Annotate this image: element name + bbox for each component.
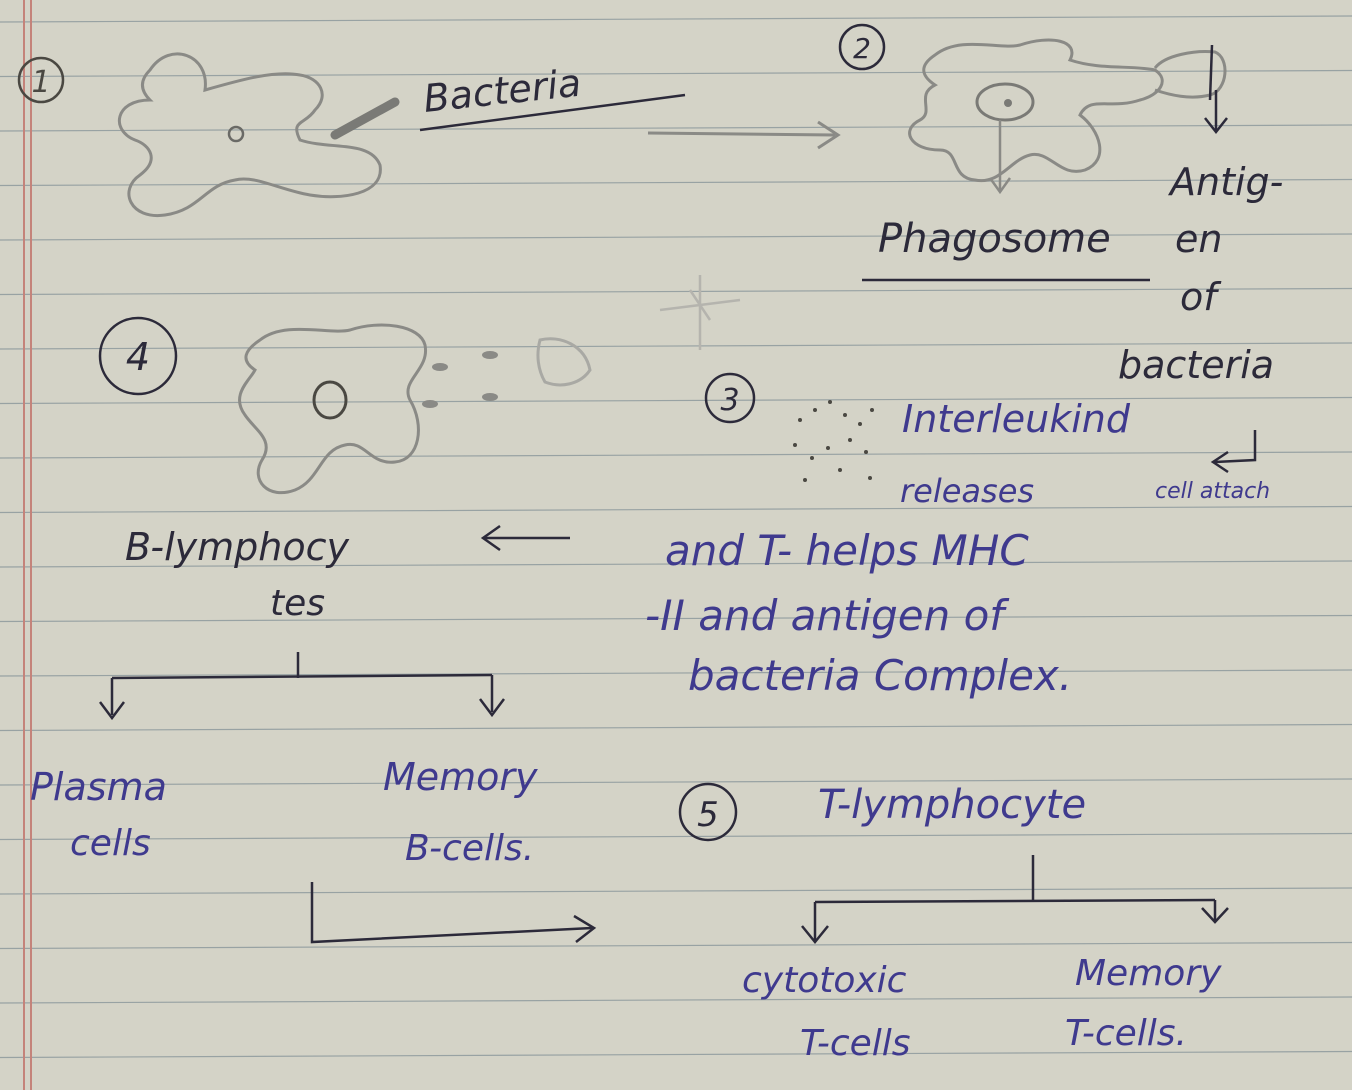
step2-number: 2 bbox=[853, 32, 871, 65]
step3-line2: releases bbox=[900, 472, 1034, 510]
antigen-label-3: of bbox=[1180, 275, 1222, 319]
step3-group: 3 Interleukind releases cell attach and … bbox=[645, 374, 1270, 700]
phagosome-label: Phagosome bbox=[878, 216, 1111, 262]
step5-group: 5 T-lymphocyte cytotoxic T-cells Memory … bbox=[680, 782, 1228, 1064]
released-particle-3 bbox=[422, 400, 438, 408]
ruled-line bbox=[0, 943, 1352, 949]
ruled-line bbox=[0, 452, 1352, 458]
plasma-cells-label-2: cells bbox=[70, 823, 151, 864]
ruled-line bbox=[0, 234, 1352, 240]
step1-number: 1 bbox=[31, 65, 50, 100]
ruled-line bbox=[0, 180, 1352, 186]
memory-t-label-2: T-cells. bbox=[1065, 1013, 1187, 1054]
released-particle-4 bbox=[482, 393, 498, 401]
t-branch-bar bbox=[815, 900, 1215, 902]
faint-cell-shape bbox=[538, 339, 590, 385]
memory-t-label-1: Memory bbox=[1075, 953, 1222, 994]
released-particle-2 bbox=[482, 351, 498, 359]
memory-b-label-1: Memory bbox=[383, 755, 538, 799]
ruled-line bbox=[0, 289, 1352, 295]
ruled-line bbox=[0, 997, 1352, 1003]
ruled-line bbox=[0, 888, 1352, 894]
ruled-line bbox=[0, 779, 1352, 785]
ruled-line bbox=[0, 834, 1352, 840]
memory-b-label-2: B-cells. bbox=[405, 828, 534, 869]
step3-line1: Interleukind bbox=[902, 397, 1131, 441]
step4-group: 4 B-lymphocy tes Plasma cells Memory B-c… bbox=[30, 275, 740, 942]
bacterium-1 bbox=[335, 102, 395, 135]
ruled-line bbox=[0, 125, 1352, 131]
cytotoxic-label-2: T-cells bbox=[800, 1023, 911, 1064]
step4-number: 4 bbox=[126, 335, 150, 379]
t-lymphocyte-label: T-lymphocyte bbox=[818, 782, 1086, 828]
b-lymphocytes-label-2: tes bbox=[270, 583, 325, 624]
macrophage-4-nucleus bbox=[314, 382, 346, 418]
antigen-label-4: bacteria bbox=[1118, 343, 1274, 387]
released-particle-1 bbox=[432, 363, 448, 371]
antigen-protrusion bbox=[1155, 52, 1225, 97]
step1-group: 1 Bacteria bbox=[19, 54, 838, 216]
faint-t-cell-sketch bbox=[660, 275, 740, 350]
step3-line4: -II and antigen of bbox=[645, 591, 1010, 640]
antigen-label-2: en bbox=[1175, 217, 1222, 261]
ruled-line bbox=[0, 398, 1352, 404]
macrophage-4 bbox=[240, 325, 426, 493]
ruled-line bbox=[0, 725, 1352, 731]
b-lymphocytes-label-1: B-lymphocy bbox=[125, 525, 350, 569]
ruled-line bbox=[0, 507, 1352, 513]
step3-line3: and T- helps MHC bbox=[665, 526, 1029, 575]
ruled-line bbox=[0, 16, 1352, 22]
arrow-step1-to-step2 bbox=[648, 133, 835, 135]
phagosome-bacterium bbox=[1004, 99, 1012, 107]
ruled-line bbox=[0, 670, 1352, 676]
antigen-pointer-line bbox=[1210, 45, 1212, 100]
step5-number: 5 bbox=[697, 795, 719, 835]
step3-line5: bacteria Complex. bbox=[688, 651, 1072, 700]
antigen-label-1: Antig- bbox=[1167, 160, 1283, 204]
plasma-cells-label-1: Plasma bbox=[30, 765, 167, 809]
macrophage-1-nucleus bbox=[229, 127, 243, 141]
cell-attach-annotation: cell attach bbox=[1155, 479, 1270, 504]
step2-group: 2 Phagosome Antig- en of bacteria bbox=[840, 25, 1283, 387]
step3-number: 3 bbox=[720, 383, 739, 418]
interleukin-dots bbox=[793, 400, 874, 482]
cytotoxic-label-1: cytotoxic bbox=[742, 960, 907, 1001]
macrophage-2 bbox=[910, 40, 1163, 181]
